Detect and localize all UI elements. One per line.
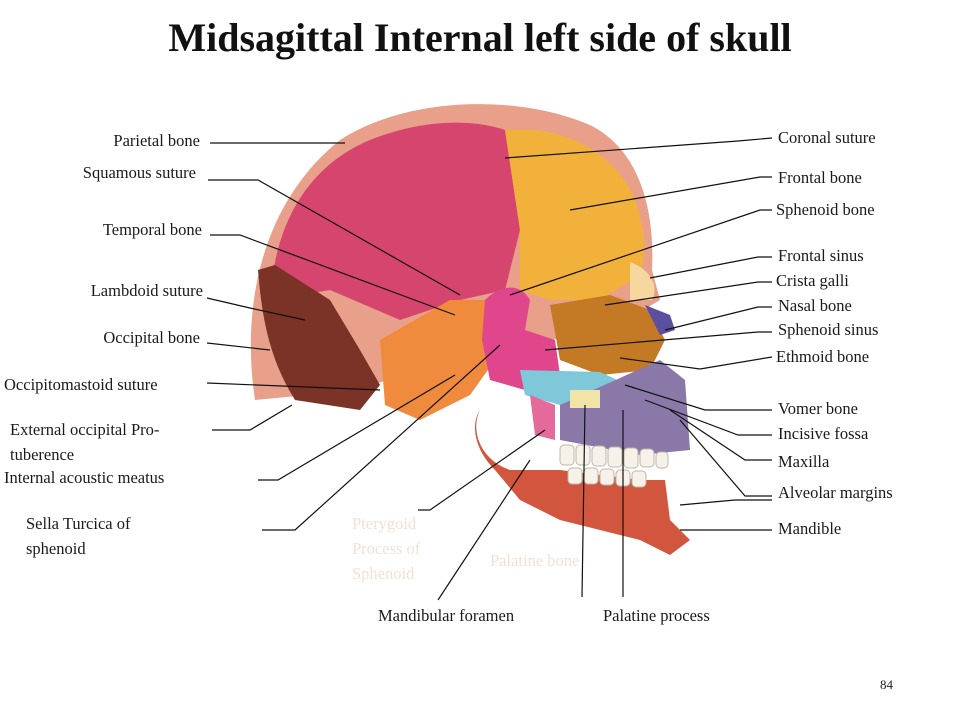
frontal-sinus-region xyxy=(630,262,655,300)
mandible-region xyxy=(475,410,690,555)
label-external-occipital-line1: External occipital Pro- xyxy=(10,420,160,439)
maxilla-region xyxy=(560,360,690,455)
label-mandibular-foramen: Mandibular foramen xyxy=(378,606,515,625)
label-palatine-bone: Palatine bone xyxy=(490,551,580,570)
leader-lines xyxy=(206,137,773,601)
label-coronal-suture: Coronal suture xyxy=(778,128,876,147)
palatine-plate xyxy=(570,390,600,408)
label-temporal-bone: Temporal bone xyxy=(102,220,202,239)
label-alveolar-margins: Alveolar margins xyxy=(778,483,893,502)
label-sphenoid-sinus: Sphenoid sinus xyxy=(778,320,879,339)
label-external-occipital-line2: tuberence xyxy=(10,445,75,464)
slide-title: Midsagittal Internal left side of skull xyxy=(168,15,792,60)
label-lambdoid-suture: Lambdoid suture xyxy=(90,281,203,300)
label-pterygoid-line2: Process of xyxy=(352,539,421,558)
label-occipitomastoid-suture: Occipitomastoid suture xyxy=(4,375,158,394)
label-frontal-bone: Frontal bone xyxy=(778,168,862,187)
temporal-region xyxy=(380,300,495,420)
label-sella-turcica-line1: Sella Turcica of xyxy=(26,514,131,533)
teeth xyxy=(559,444,669,488)
parietal-region xyxy=(270,122,520,320)
label-nasal-bone: Nasal bone xyxy=(778,296,852,315)
pterygoid-region xyxy=(530,395,555,440)
label-vomer-bone: Vomer bone xyxy=(778,399,858,418)
label-internal-acoustic-meatus: Internal acoustic meatus xyxy=(4,468,165,487)
label-ethmoid-bone: Ethmoid bone xyxy=(776,347,870,366)
label-pterygoid-line3: Sphenoid xyxy=(352,564,415,583)
nasal-region xyxy=(645,305,675,335)
label-mandible: Mandible xyxy=(778,519,842,538)
label-parietal-bone: Parietal bone xyxy=(113,131,200,150)
page-number: 84 xyxy=(880,677,893,692)
label-maxilla: Maxilla xyxy=(778,452,830,471)
label-crista-galli: Crista galli xyxy=(776,271,849,290)
label-palatine-process: Palatine process xyxy=(603,606,710,625)
sphenoid-region xyxy=(482,287,560,390)
label-pterygoid-line1: Pterygoid xyxy=(352,514,417,533)
frontal-region xyxy=(505,129,645,300)
label-sella-turcica-line2: sphenoid xyxy=(26,539,86,558)
ethmoid-region xyxy=(550,295,665,375)
label-frontal-sinus: Frontal sinus xyxy=(778,246,864,265)
label-sphenoid-bone: Sphenoid bone xyxy=(776,200,875,219)
occipital-region xyxy=(258,265,380,410)
label-squamous-suture: Squamous suture xyxy=(82,163,196,182)
label-incisive-fossa: Incisive fossa xyxy=(778,424,869,443)
label-occipital-bone: Occipital bone xyxy=(103,328,200,347)
